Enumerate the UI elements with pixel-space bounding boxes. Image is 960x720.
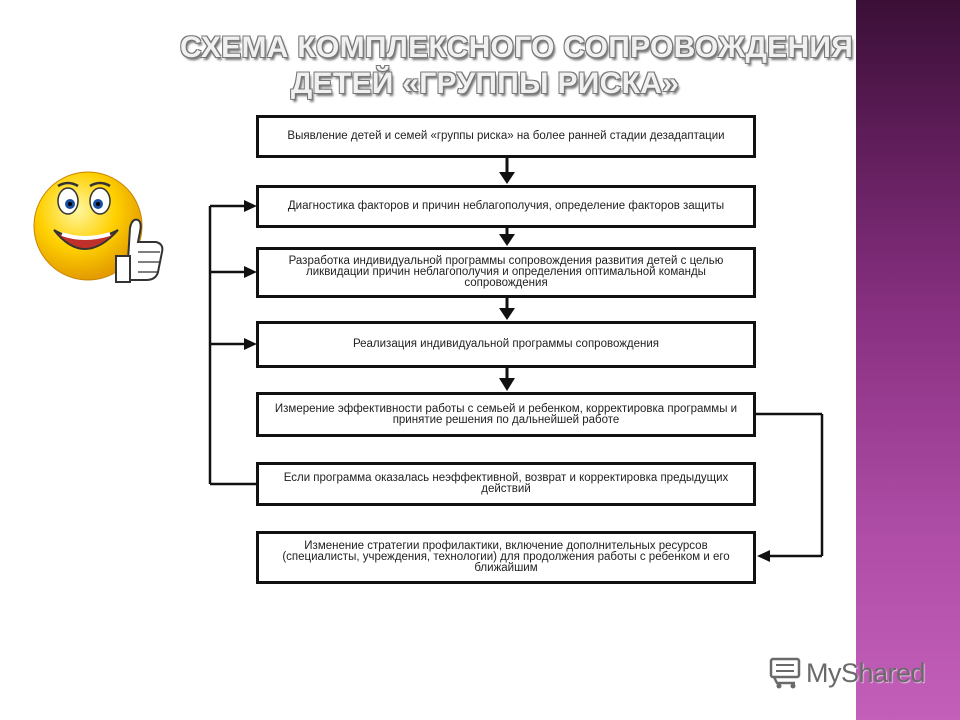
flow-step-5: Измерение эффективности работы с семьей … [256,392,756,437]
logo-text: MyShared [806,657,926,688]
flow-step-4: Реализация индивидуальной программы сопр… [256,321,756,368]
page-title: СХЕМА КОМПЛЕКСНОГО СОПРОВОЖДЕНИЯ ДЕТЕЙ «… [180,30,854,102]
flow-step-3-text: Разработка индивидуальной программы сопр… [288,255,724,289]
side-decor-band [856,0,960,720]
flow-step-6-text: Если программа оказалась неэффективной, … [283,472,729,495]
title-line-1: СХЕМА КОМПЛЕКСНОГО СОПРОВОЖДЕНИЯ [180,31,854,64]
flow-step-7: Изменение стратегии профилактики, включе… [256,531,756,584]
right-arrowhead [757,550,770,562]
flow-step-4-text: Реализация индивидуальной программы сопр… [352,338,660,350]
flow-step-2-text: Диагностика факторов и причин неблагопол… [287,200,725,212]
flow-step-7-text: Изменение стратегии профилактики, включе… [282,540,730,574]
flow-step-1: Выявление детей и семей «группы риска» н… [256,115,756,158]
shopping-cart-icon [769,657,801,689]
smiley-thumbs-up-icon [33,171,164,283]
feedback-loop-left [208,204,256,486]
flow-step-6: Если программа оказалась неэффективной, … [256,462,756,506]
myshared-logo[interactable]: MyShared [768,656,926,690]
title-line-2: ДЕТЕЙ «ГРУППЫ РИСКА» [290,67,680,100]
flow-step-5-text: Измерение эффективности работы с семьей … [274,402,738,426]
down-arrows [499,158,515,391]
flow-step-3: Разработка индивидуальной программы сопр… [256,247,756,298]
flow-step-1-text: Выявление детей и семей «группы риска» н… [287,130,725,142]
right-connector [756,412,824,558]
feedback-arrowheads [244,200,257,350]
flow-step-2: Диагностика факторов и причин неблагопол… [256,185,756,228]
